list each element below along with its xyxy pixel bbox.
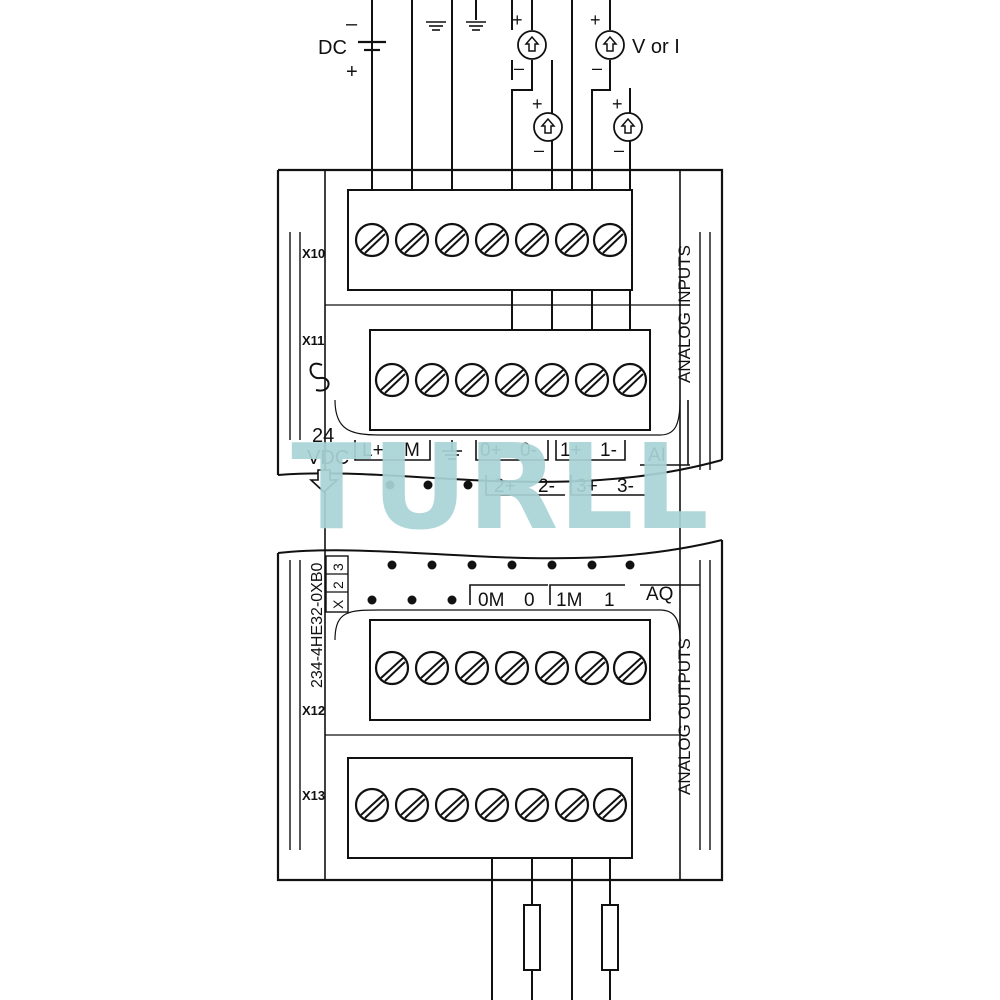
output-load-resistor	[601, 904, 619, 971]
analog-outputs-label: ANALOG OUTPUTS	[675, 638, 694, 795]
connector-x11-label: X11	[302, 333, 324, 348]
screw-terminal	[574, 362, 610, 398]
terminal-label-m: M	[404, 440, 420, 461]
screw-terminal	[414, 650, 450, 686]
terminal-label-1m: 1M	[556, 590, 582, 611]
screw-terminal	[394, 787, 430, 823]
power-label-vdc: VDC	[307, 447, 349, 469]
terminal-label-3-plus: 3+	[576, 476, 598, 497]
screw-terminal	[514, 787, 550, 823]
dc-minus-sign: –	[346, 13, 358, 35]
output-load-resistor	[523, 904, 541, 971]
screw-terminal	[474, 787, 510, 823]
terminal-label-1-minus: 1-	[600, 440, 617, 461]
module-housing	[276, 168, 724, 882]
connector-x13-label: X13	[302, 788, 325, 803]
screw-terminal	[454, 362, 490, 398]
current-source-icon	[613, 112, 643, 142]
screw-terminal	[434, 787, 470, 823]
screw-terminal	[354, 222, 390, 258]
version-box-2: 2	[330, 581, 346, 589]
screw-terminal	[494, 650, 530, 686]
version-box-x: X	[330, 599, 346, 609]
terminal-block-x11	[369, 329, 651, 431]
terminal-block-x12	[369, 619, 651, 721]
ground-symbols	[425, 21, 487, 31]
screw-terminal	[414, 362, 450, 398]
screw-terminal	[554, 222, 590, 258]
input-minus-sign: –	[514, 58, 524, 78]
screw-terminal	[554, 787, 590, 823]
unused-pin-dots	[367, 480, 635, 605]
screw-terminal	[494, 362, 530, 398]
dc-source-label: DC	[318, 37, 347, 59]
terminal-label-0: 0	[524, 590, 535, 611]
screw-terminal	[454, 650, 490, 686]
connector-x12-label: X12	[302, 703, 325, 718]
terminal-block-x10	[347, 189, 633, 291]
ground-icon	[425, 21, 447, 31]
screw-terminal	[534, 362, 570, 398]
screw-terminal	[534, 650, 570, 686]
input-plus-sign: +	[612, 94, 623, 114]
screw-terminal	[612, 362, 648, 398]
terminal-block-x13	[347, 757, 633, 859]
siemens-logo-icon	[309, 362, 330, 392]
screw-terminal	[592, 222, 628, 258]
terminal-label-l-plus: L+	[362, 440, 384, 461]
ground-icon	[465, 21, 487, 31]
screw-terminal	[394, 222, 430, 258]
power-label-24: 24	[312, 425, 334, 447]
terminal-label-1-plus: 1+	[560, 440, 582, 461]
input-source-symbols	[517, 30, 643, 142]
supply-wires	[358, 0, 477, 190]
label-brackets	[354, 400, 700, 605]
input-plus-sign: +	[512, 10, 523, 30]
screw-terminal	[592, 787, 628, 823]
watermark-text: TURLL	[291, 418, 709, 556]
terminal-label-1: 1	[604, 590, 615, 611]
ai-label: AI	[648, 445, 666, 466]
dc-plus-sign: +	[346, 61, 358, 83]
input-plus-sign: +	[532, 94, 543, 114]
current-source-icon	[517, 30, 547, 60]
screw-terminal	[474, 222, 510, 258]
screw-terminal	[434, 222, 470, 258]
screw-terminal	[514, 222, 550, 258]
terminal-label-0m: 0M	[478, 590, 504, 611]
connector-x10-label: X10	[302, 246, 325, 261]
part-number-label: 234-4HE32-0XB0	[309, 562, 326, 688]
terminal-label-3-minus: 3-	[617, 476, 634, 497]
power-arrow-icon	[308, 469, 340, 494]
screw-terminal	[374, 362, 410, 398]
analog-inputs-label: ANALOG INPUTS	[675, 245, 694, 383]
screw-terminal	[612, 650, 648, 686]
terminal-label-2-plus: 2+	[494, 476, 516, 497]
screw-terminal	[374, 650, 410, 686]
input-minus-sign: –	[614, 140, 624, 160]
input-wires	[511, 0, 631, 331]
version-box-3: 3	[330, 563, 346, 571]
current-source-icon	[595, 30, 625, 60]
screw-terminal	[574, 650, 610, 686]
output-wires	[491, 858, 611, 1000]
terminal-label-0-plus: 0+	[480, 440, 502, 461]
aq-label: AQ	[646, 584, 673, 605]
terminal-label-2-minus: 2-	[538, 476, 555, 497]
input-plus-sign: +	[590, 10, 601, 30]
screw-terminal	[354, 787, 390, 823]
v-or-i-label: V or I	[632, 36, 680, 58]
version-box: X 2 3	[325, 555, 349, 613]
terminal-label-0-minus: 0-	[520, 440, 537, 461]
input-minus-sign: –	[592, 58, 602, 78]
input-minus-sign: –	[534, 140, 544, 160]
current-source-icon	[533, 112, 563, 142]
